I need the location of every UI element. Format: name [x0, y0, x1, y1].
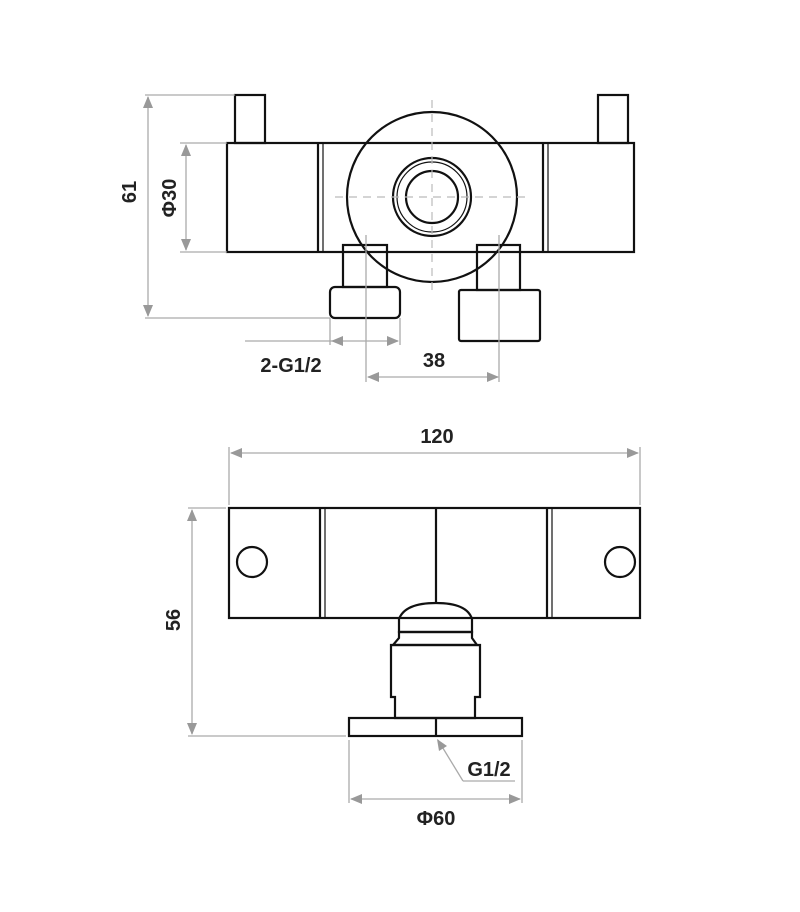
valve-body [227, 506, 642, 620]
arrow [187, 509, 197, 521]
arrow [181, 144, 191, 156]
hub-ring [391, 156, 473, 238]
front-view: 120 56 G1/2 Φ60 [163, 426, 642, 830]
dim-label-38: 38 [423, 350, 445, 372]
dim-label-g12: G1/2 [467, 759, 510, 781]
arrow [143, 96, 153, 108]
dim-label-phi30: Φ30 [159, 179, 181, 218]
collar [390, 630, 480, 647]
arrow [509, 794, 521, 804]
arrow [143, 305, 153, 317]
connector-body [389, 643, 482, 720]
right-stud [596, 93, 630, 145]
mounting-hole [603, 545, 637, 579]
dome [397, 601, 474, 634]
top-view: 61 Φ30 2-G1/2 38 [119, 93, 636, 382]
dim-label-2-g12: 2-G1/2 [260, 355, 321, 377]
arrow [181, 239, 191, 251]
left-stud [233, 93, 267, 145]
arrow [487, 372, 499, 382]
arrow [627, 448, 639, 458]
dim-label-56: 56 [163, 609, 185, 631]
arrow [350, 794, 362, 804]
arrow [187, 723, 197, 735]
dim-label-phi60: Φ60 [417, 808, 456, 830]
arrow [437, 739, 447, 751]
left-outlet-nut [328, 285, 402, 320]
arrow [387, 336, 399, 346]
dim-label-120: 120 [420, 426, 453, 448]
arrow [230, 448, 242, 458]
mounting-hole [235, 545, 269, 579]
arrow [367, 372, 379, 382]
arrow [331, 336, 343, 346]
valve-body [225, 141, 636, 254]
dim-label-61: 61 [119, 181, 141, 203]
